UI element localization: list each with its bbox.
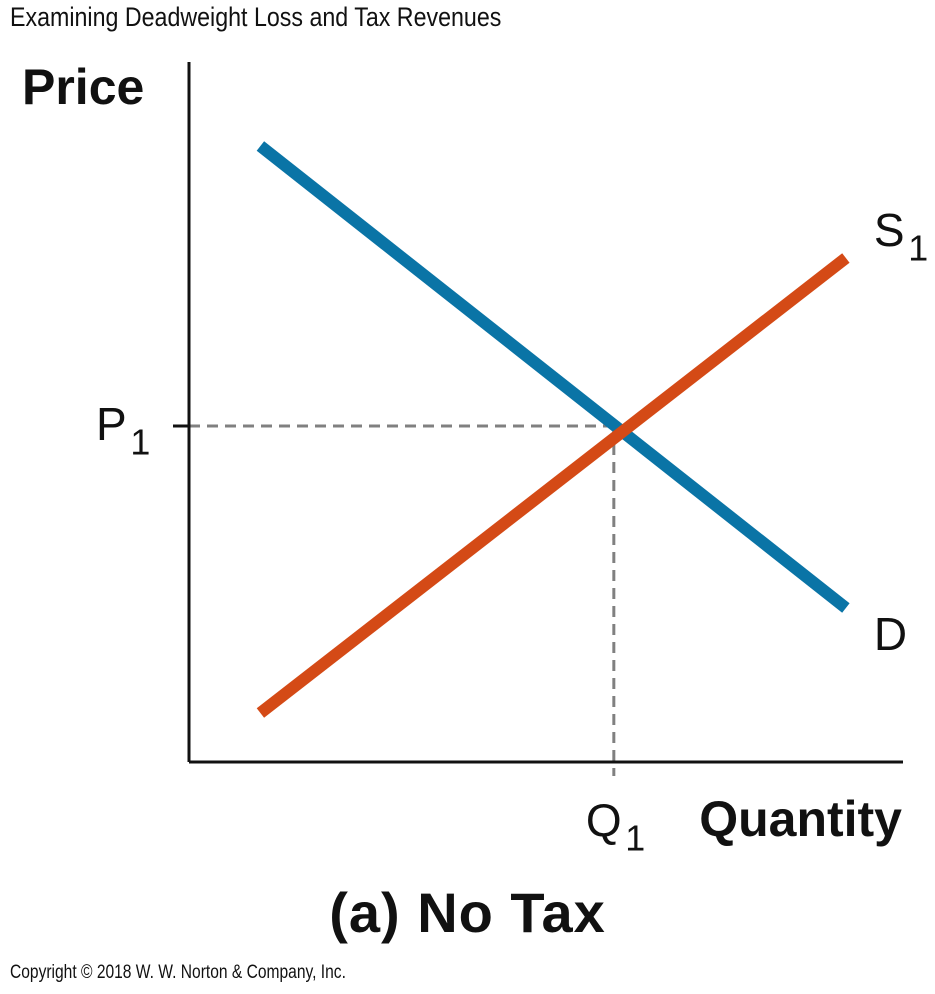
figure-title: Examining Deadweight Loss and Tax Revenu… — [10, 2, 502, 32]
axes — [173, 62, 903, 764]
series-lines — [256, 141, 850, 718]
equilibrium-guides — [189, 424, 616, 776]
copyright-notice: Copyright © 2018 W. W. Norton & Company,… — [10, 962, 346, 983]
y-axis-title: Price — [22, 59, 144, 115]
series-line-s — [256, 253, 850, 718]
demand-curve-label: D — [874, 608, 907, 660]
x-axis-title: Quantity — [699, 791, 902, 847]
panel-subtitle: (a) No Tax — [329, 881, 606, 944]
series-line-d — [256, 141, 850, 613]
